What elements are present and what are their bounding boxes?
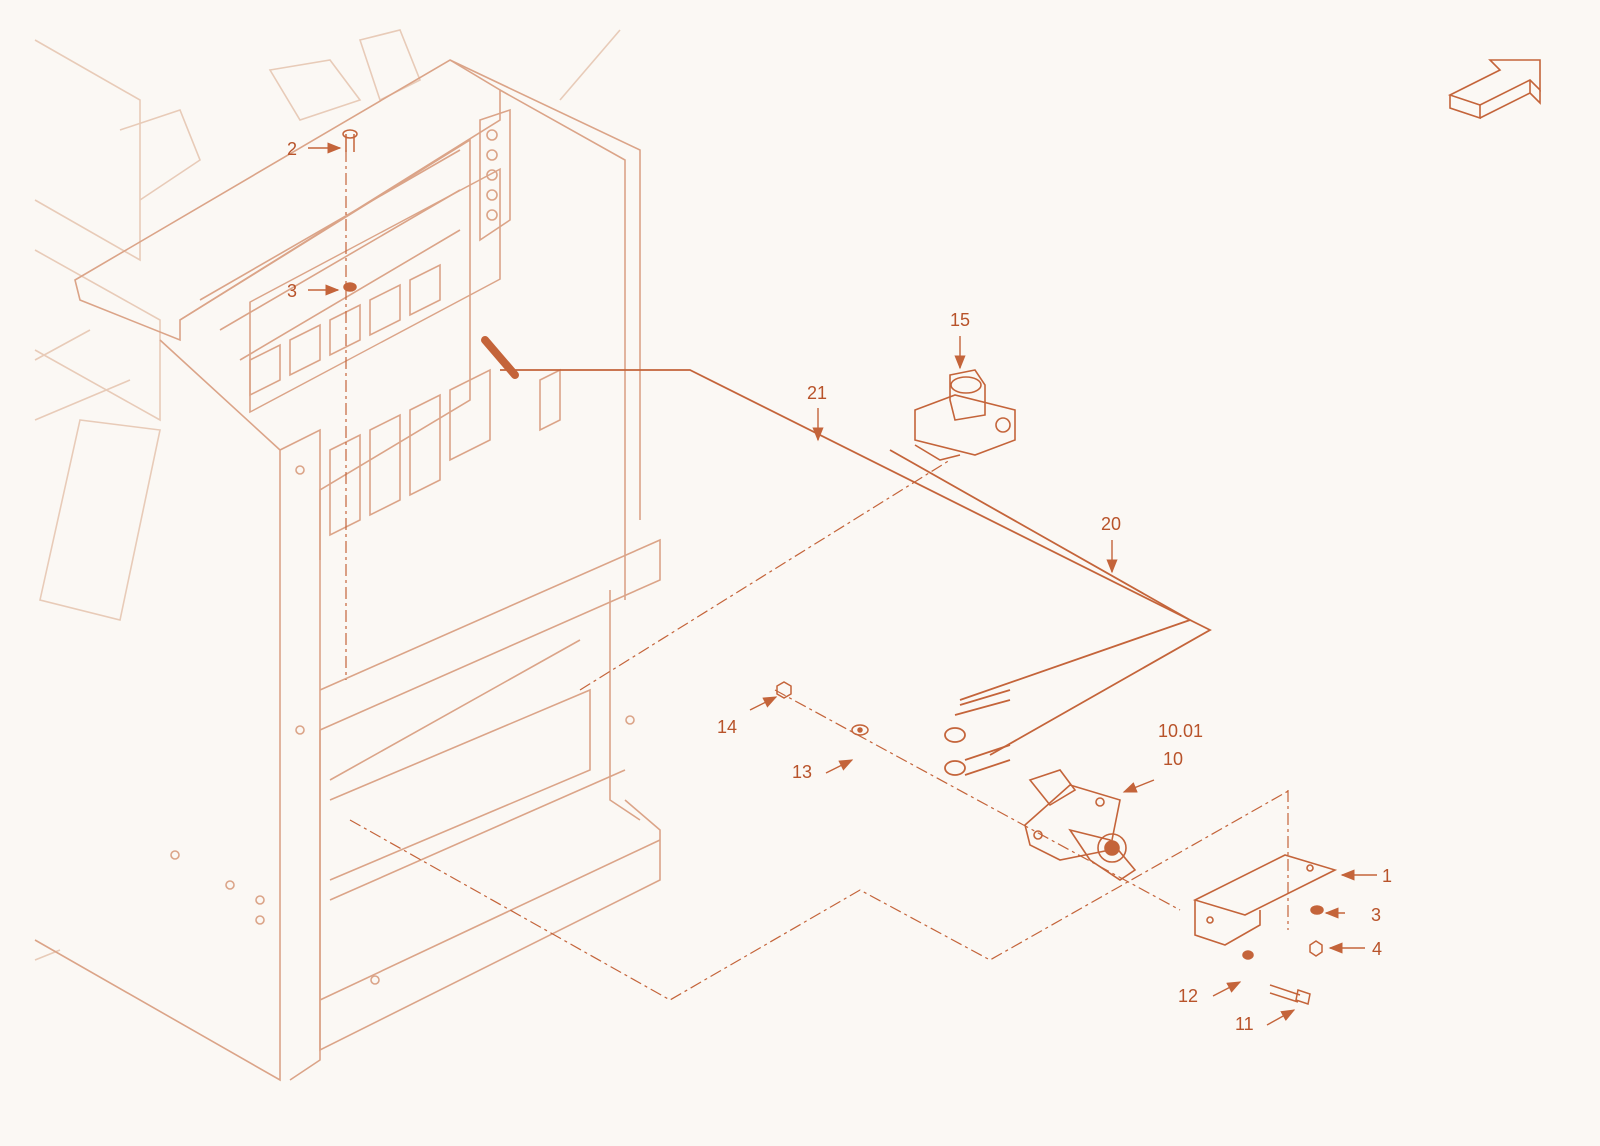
bracket-part-1 bbox=[1192, 854, 1338, 946]
battery-cable-assembly bbox=[481, 336, 1212, 776]
callout-14: 14 bbox=[717, 717, 737, 737]
hardware-parts bbox=[342, 129, 1324, 1005]
direction-arrow-icon bbox=[1447, 59, 1541, 120]
callout-13: 13 bbox=[792, 762, 812, 782]
callout-labels: 2 3 15 21 20 10.01 10 1 3 4 12 11 13 14 bbox=[287, 139, 1392, 1034]
callout-10: 10 bbox=[1163, 749, 1183, 769]
callout-11: 11 bbox=[1235, 1014, 1254, 1034]
callout-20: 20 bbox=[1101, 514, 1121, 534]
callout-10-01: 10.01 bbox=[1158, 721, 1203, 741]
leader-arrows bbox=[308, 142, 1377, 1026]
connector-part-15 bbox=[914, 369, 1016, 461]
callout-4: 4 bbox=[1372, 939, 1382, 959]
callout-12: 12 bbox=[1178, 986, 1198, 1006]
callout-15: 15 bbox=[950, 310, 970, 330]
assembly-lines bbox=[345, 150, 1291, 1001]
callout-1: 1 bbox=[1382, 866, 1392, 886]
callout-21: 21 bbox=[807, 383, 827, 403]
callout-2: 2 bbox=[287, 139, 297, 159]
machine-frame bbox=[34, 29, 661, 1082]
disconnect-switch-part-10 bbox=[1024, 769, 1137, 881]
callout-3-top: 3 bbox=[287, 281, 297, 301]
callout-3-right: 3 bbox=[1371, 905, 1381, 925]
